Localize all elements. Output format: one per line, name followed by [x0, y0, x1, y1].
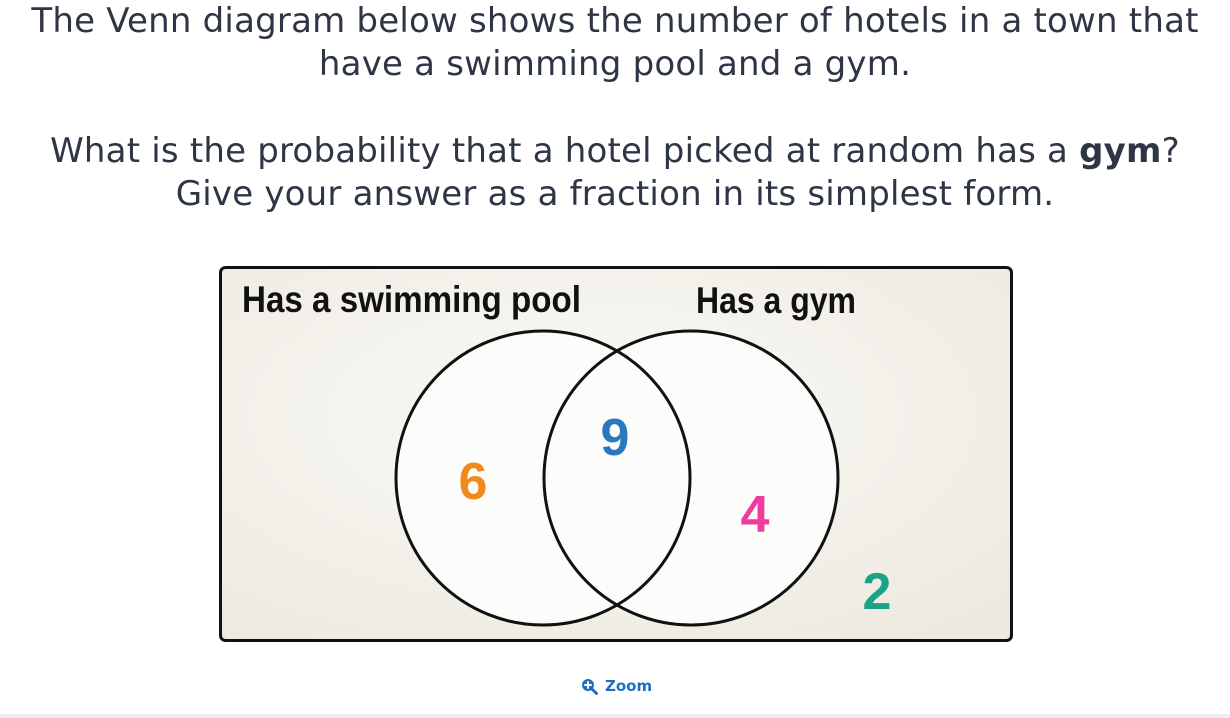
question-intro-line-2: have a swimming pool and a gym. [318, 44, 912, 84]
venn-diagram: Has a swimming pool Has a gym 6 9 4 2 [219, 266, 1013, 642]
zoom-button[interactable]: Zoom [581, 677, 652, 695]
region-neither-value: 2 [863, 563, 892, 621]
question-ask-keyword: gym [1079, 131, 1162, 171]
circle-gym-outline [542, 329, 840, 627]
question-intro: The Venn diagram below shows the number … [0, 0, 1230, 86]
zoom-label: Zoom [605, 677, 653, 695]
zoom-in-icon [581, 678, 598, 695]
question-ask-end: ? [1161, 131, 1180, 171]
set-label-swimming-pool: Has a swimming pool [242, 279, 581, 320]
region-only-pool-value: 6 [459, 453, 488, 511]
question-prompt: What is the probability that a hotel pic… [0, 130, 1230, 216]
question-intro-line-1: The Venn diagram below shows the number … [31, 1, 1199, 41]
divider [0, 714, 1230, 718]
question-instruction: Give your answer as a fraction in its si… [175, 174, 1055, 214]
set-label-gym: Has a gym [696, 280, 856, 321]
region-both-value: 9 [601, 409, 630, 467]
region-only-gym-value: 4 [741, 486, 770, 544]
venn-svg: Has a swimming pool Has a gym 6 9 4 2 [219, 266, 1013, 642]
circle-swimming-pool-outline [394, 329, 692, 627]
question-ask: What is the probability that a hotel pic… [0, 130, 1230, 173]
question-ask-text: What is the probability that a hotel pic… [50, 131, 1080, 171]
